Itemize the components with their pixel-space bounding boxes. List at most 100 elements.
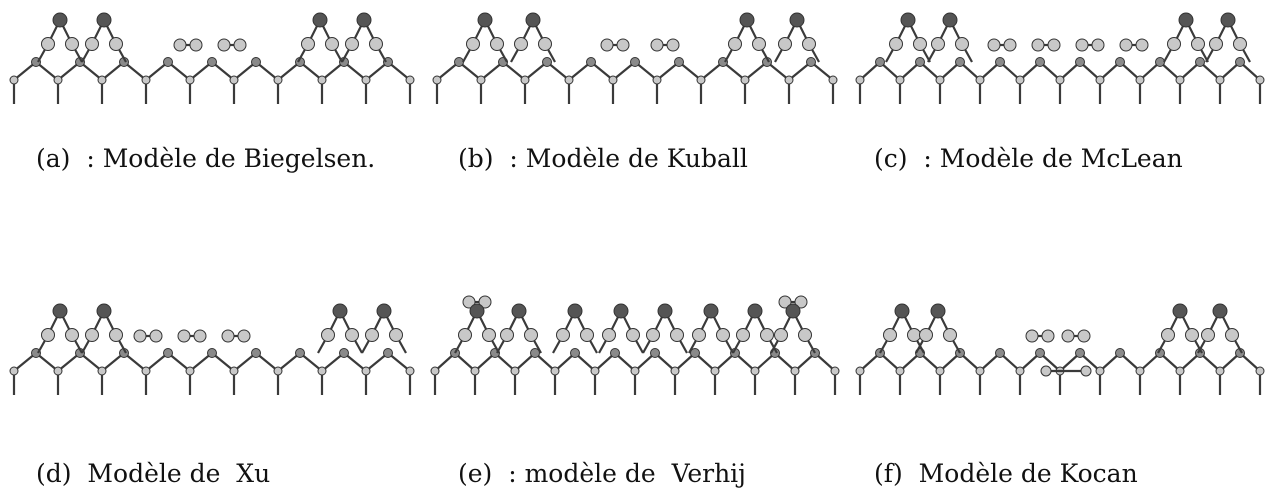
- dimer-atom: [778, 295, 792, 309]
- substrate-atom: [97, 366, 107, 376]
- panel-b: (b) : Modèle de Kuball: [425, 0, 850, 251]
- caption-f-tag: (f): [874, 459, 903, 488]
- adatom-light: [802, 37, 816, 51]
- dimer-atom: [1031, 38, 1045, 52]
- kocan-model-diagram: [855, 303, 1265, 395]
- mclean-model-diagram: [855, 12, 1265, 104]
- substrate-atom: [935, 75, 945, 85]
- dimer-atom: [149, 329, 163, 343]
- substrate-atom: [454, 57, 464, 67]
- dimer-atom: [1041, 329, 1055, 343]
- substrate-atom: [1115, 348, 1125, 358]
- adatom-light: [1201, 328, 1215, 342]
- substrate-atom: [630, 366, 640, 376]
- adatom-dark: [900, 12, 916, 28]
- substrate-atom: [610, 348, 620, 358]
- dimer-atom: [794, 295, 808, 309]
- adatom-dark: [312, 12, 328, 28]
- adatom-light: [325, 37, 339, 51]
- adatom-light: [919, 328, 933, 342]
- dimer-atom: [1047, 38, 1061, 52]
- substrate-atom: [1035, 57, 1045, 67]
- substrate-atom: [915, 57, 925, 67]
- adatom-dark: [747, 303, 763, 319]
- adatom-light: [1225, 328, 1239, 342]
- adatom-light: [345, 37, 359, 51]
- substrate-atom: [530, 348, 540, 358]
- adatom-dark: [789, 12, 805, 28]
- adatom-light: [943, 328, 957, 342]
- substrate-atom: [995, 57, 1005, 67]
- adatom-light: [365, 328, 379, 342]
- substrate-atom: [470, 366, 480, 376]
- adatom-light: [798, 328, 812, 342]
- substrate-atom: [9, 75, 19, 85]
- dimer-atom: [221, 329, 235, 343]
- adatom-light: [109, 328, 123, 342]
- substrate-atom: [229, 366, 239, 376]
- substrate-atom: [1095, 75, 1105, 85]
- dimer-atom: [1091, 38, 1105, 52]
- adatom-light: [913, 37, 927, 51]
- substrate-atom: [273, 75, 283, 85]
- adatom-light: [556, 328, 570, 342]
- adatom-light: [109, 37, 123, 51]
- adatom-light: [85, 37, 99, 51]
- adatom-dark: [52, 12, 68, 28]
- dimer-atom: [133, 329, 147, 343]
- substrate-atom: [185, 366, 195, 376]
- adatom-light: [716, 328, 730, 342]
- adatom-dark: [511, 303, 527, 319]
- caption-e-tag: (e): [458, 459, 493, 488]
- substrate-atom: [1135, 366, 1145, 376]
- adatom-light: [931, 37, 945, 51]
- caption-a-text: : Modèle de Biegelsen.: [86, 144, 376, 173]
- dimer-atom: [616, 38, 630, 52]
- adatom-dark: [469, 303, 485, 319]
- substrate-atom: [361, 75, 371, 85]
- substrate-atom: [432, 75, 442, 85]
- adatom-light: [301, 37, 315, 51]
- substrate-atom: [53, 366, 63, 376]
- adatom-light: [752, 37, 766, 51]
- adatom-light: [65, 328, 79, 342]
- adatom-dark: [785, 303, 801, 319]
- substrate-atom: [1095, 366, 1105, 376]
- adatom-light: [466, 37, 480, 51]
- adatom-light: [1185, 328, 1199, 342]
- substrate-atom: [608, 75, 618, 85]
- substrate-atom: [1035, 348, 1045, 358]
- substrate-atom: [1135, 75, 1145, 85]
- adatom-light: [774, 328, 788, 342]
- caption-c-text: : Modèle de McLean: [923, 144, 1183, 173]
- substrate-atom: [361, 366, 371, 376]
- adatom-dark: [1178, 12, 1194, 28]
- substrate-atom: [784, 75, 794, 85]
- dimer-atom: [987, 38, 1001, 52]
- verhij-model-diagram: [430, 295, 840, 395]
- adatom-light: [889, 37, 903, 51]
- panel-d: (d) Modèle de Xu: [0, 251, 425, 502]
- adatom-dark: [1172, 303, 1188, 319]
- adatom-light: [1161, 328, 1175, 342]
- adatom-light: [490, 37, 504, 51]
- substrate-atom: [652, 75, 662, 85]
- substrate-atom: [317, 366, 327, 376]
- substrate-atom: [975, 75, 985, 85]
- substrate-atom: [670, 366, 680, 376]
- substrate-atom: [542, 57, 552, 67]
- adatom-light: [1167, 37, 1181, 51]
- substrate-atom: [710, 366, 720, 376]
- adatom-dark: [703, 303, 719, 319]
- adatom-light: [955, 37, 969, 51]
- dimer-atom: [666, 38, 680, 52]
- substrate-atom: [740, 75, 750, 85]
- adatom-light: [626, 328, 640, 342]
- adatom-light: [778, 37, 792, 51]
- panel-e: (e) : modèle de Verhij: [425, 251, 850, 502]
- substrate-atom: [163, 57, 173, 67]
- substrate-atom: [1255, 75, 1265, 85]
- substrate-atom: [1155, 57, 1165, 67]
- dimer-atom: [233, 38, 247, 52]
- substrate-atom: [251, 57, 261, 67]
